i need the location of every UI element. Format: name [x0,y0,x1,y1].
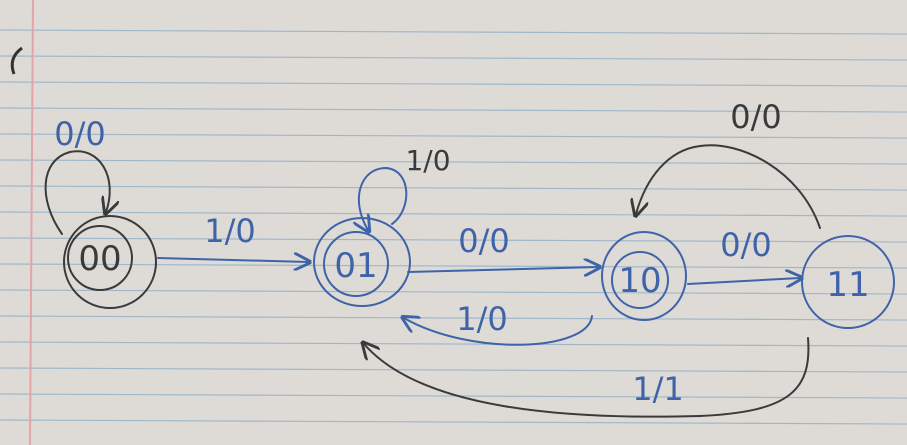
ruled-line [0,393,907,399]
edge-01-self [359,166,408,230]
state-00-label: 00 [78,239,121,279]
state-01-inner-circle [323,231,389,297]
edge-00-self-label: 0/0 [54,115,106,153]
state-00-outer-circle [63,215,157,309]
ruled-line [0,81,907,87]
edge-10-to-01 [404,316,593,346]
edge-00-self [44,150,110,235]
state-11-label: 11 [826,265,869,305]
edge-01-to-10 [407,267,598,272]
state-10-label: 10 [618,261,661,301]
ruled-lines [0,29,907,425]
state-01-outer-circle [313,217,411,307]
paper-edge-mark [10,46,23,75]
ruled-line [0,315,907,321]
ruled-line [0,367,907,373]
edge-01-to-10-label: 0/0 [458,222,510,260]
ruled-line [0,185,907,191]
state-00-inner-circle [67,225,133,291]
edge-11-to-01-label: 1/1 [632,370,684,408]
edge-00-to-01 [157,258,308,262]
ruled-line [0,289,907,295]
edge-11-to-10 [636,144,821,229]
margin-line [29,0,34,445]
ruled-line [0,55,907,61]
edge-10-to-11 [687,278,800,284]
ruled-line [0,237,907,243]
ruled-line [0,107,907,113]
state-00: 00 [63,215,157,309]
ruled-line [0,133,907,139]
state-01-label: 01 [334,246,377,286]
ruled-line [0,211,907,217]
edge-10-to-11-label: 0/0 [720,226,772,264]
ruled-line [0,419,907,425]
state-11: 11 [801,235,895,329]
edge-01-self-label: 1/0 [405,144,450,177]
ruled-line [0,341,907,347]
ruled-line [0,159,907,165]
state-10-inner-circle [611,251,669,309]
state-11-circle [801,235,895,329]
ruled-line [0,29,907,35]
edge-11-to-10-label: 0/0 [730,98,782,136]
state-10-outer-circle [601,231,687,321]
ruled-line [0,263,907,269]
edge-00-to-01-label: 1/0 [204,212,256,250]
edge-10-to-01-label: 1/0 [456,300,508,338]
edge-11-to-01 [364,337,810,418]
state-10: 10 [601,231,687,321]
state-01: 01 [313,217,411,307]
